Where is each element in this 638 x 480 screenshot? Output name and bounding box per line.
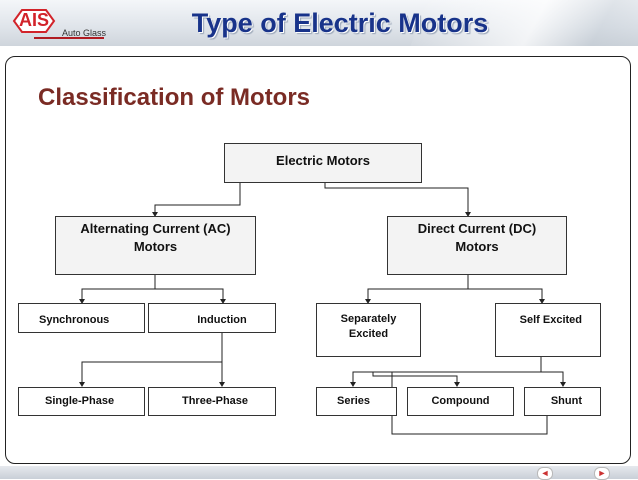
arrow-three — [219, 382, 225, 387]
connector-self-shunt — [541, 371, 564, 386]
header-bar: AIS Auto Glass Type of Electric Motors — [0, 0, 638, 46]
right-arrow-icon[interactable]: ► — [594, 467, 610, 480]
connector-dc-separately — [367, 274, 469, 303]
arrow-separately — [365, 299, 371, 304]
node-three-phase: Three-Phase — [148, 387, 276, 416]
footer-bar — [0, 466, 638, 479]
left-arrow-icon[interactable]: ◄ — [537, 467, 553, 480]
node-compound-label: Compound — [431, 395, 490, 408]
arrow-sync — [79, 299, 85, 304]
ais-logo: AIS Auto Glass — [4, 4, 107, 40]
node-electric-motors-label: Electric Motors — [276, 153, 370, 168]
connector-induction-single — [81, 332, 223, 386]
page-title: Type of Electric Motors — [191, 8, 489, 38]
node-self-excited-label: Self Excited — [519, 314, 582, 326]
node-electric-motors: Electric Motors — [224, 143, 422, 183]
arrow-ac — [152, 212, 158, 217]
node-induction: Induction — [148, 303, 276, 333]
connector-dc-self — [468, 288, 543, 303]
logo-underline — [34, 37, 104, 39]
arrow-dc — [465, 212, 471, 217]
node-three-phase-label: Three-Phase — [181, 395, 249, 408]
node-single-phase: Single-Phase — [18, 387, 145, 416]
node-dc-motors: Direct Current (DC) Motors — [387, 216, 567, 275]
node-series: Series — [316, 387, 397, 416]
connector-self-compound — [372, 372, 458, 386]
node-synchronous-label: Synchronous — [39, 314, 110, 326]
node-separately-excited-label: Separately Excited — [340, 313, 397, 340]
arrow-compound — [454, 382, 460, 387]
node-dc-motors-label: Direct Current (DC) Motors — [417, 220, 537, 254]
connector-ac-sync — [81, 274, 156, 303]
connector-root-dc — [324, 182, 469, 216]
arrow-self — [539, 299, 545, 304]
node-ac-motors-label: Alternating Current (AC) Motors — [80, 220, 231, 254]
arrow-shunt — [560, 382, 566, 387]
node-shunt-label: Shunt — [550, 395, 582, 408]
node-single-phase-label: Single-Phase — [45, 395, 115, 408]
logo-subtext: Auto Glass — [62, 28, 107, 38]
connector-self-series — [352, 357, 542, 386]
node-shunt: Shunt — [524, 387, 601, 416]
logo-text: AIS — [18, 10, 49, 30]
section-title: Classification of Motors — [38, 84, 311, 111]
arrow-series — [350, 382, 356, 387]
node-series-label: Series — [337, 395, 371, 408]
arrow-single — [79, 382, 85, 387]
logo-diamond-icon — [12, 9, 56, 33]
node-compound: Compound — [407, 387, 514, 416]
node-synchronous: Synchronous — [18, 303, 145, 333]
node-self-excited: Self Excited — [495, 303, 601, 357]
node-separately-excited: Separately Excited — [316, 303, 421, 357]
node-ac-motors: Alternating Current (AC) Motors — [55, 216, 256, 275]
connector-ac-induction — [155, 288, 224, 303]
node-induction-label: Induction — [197, 314, 247, 326]
arrow-induction — [220, 299, 226, 304]
connector-root-ac — [154, 182, 241, 216]
